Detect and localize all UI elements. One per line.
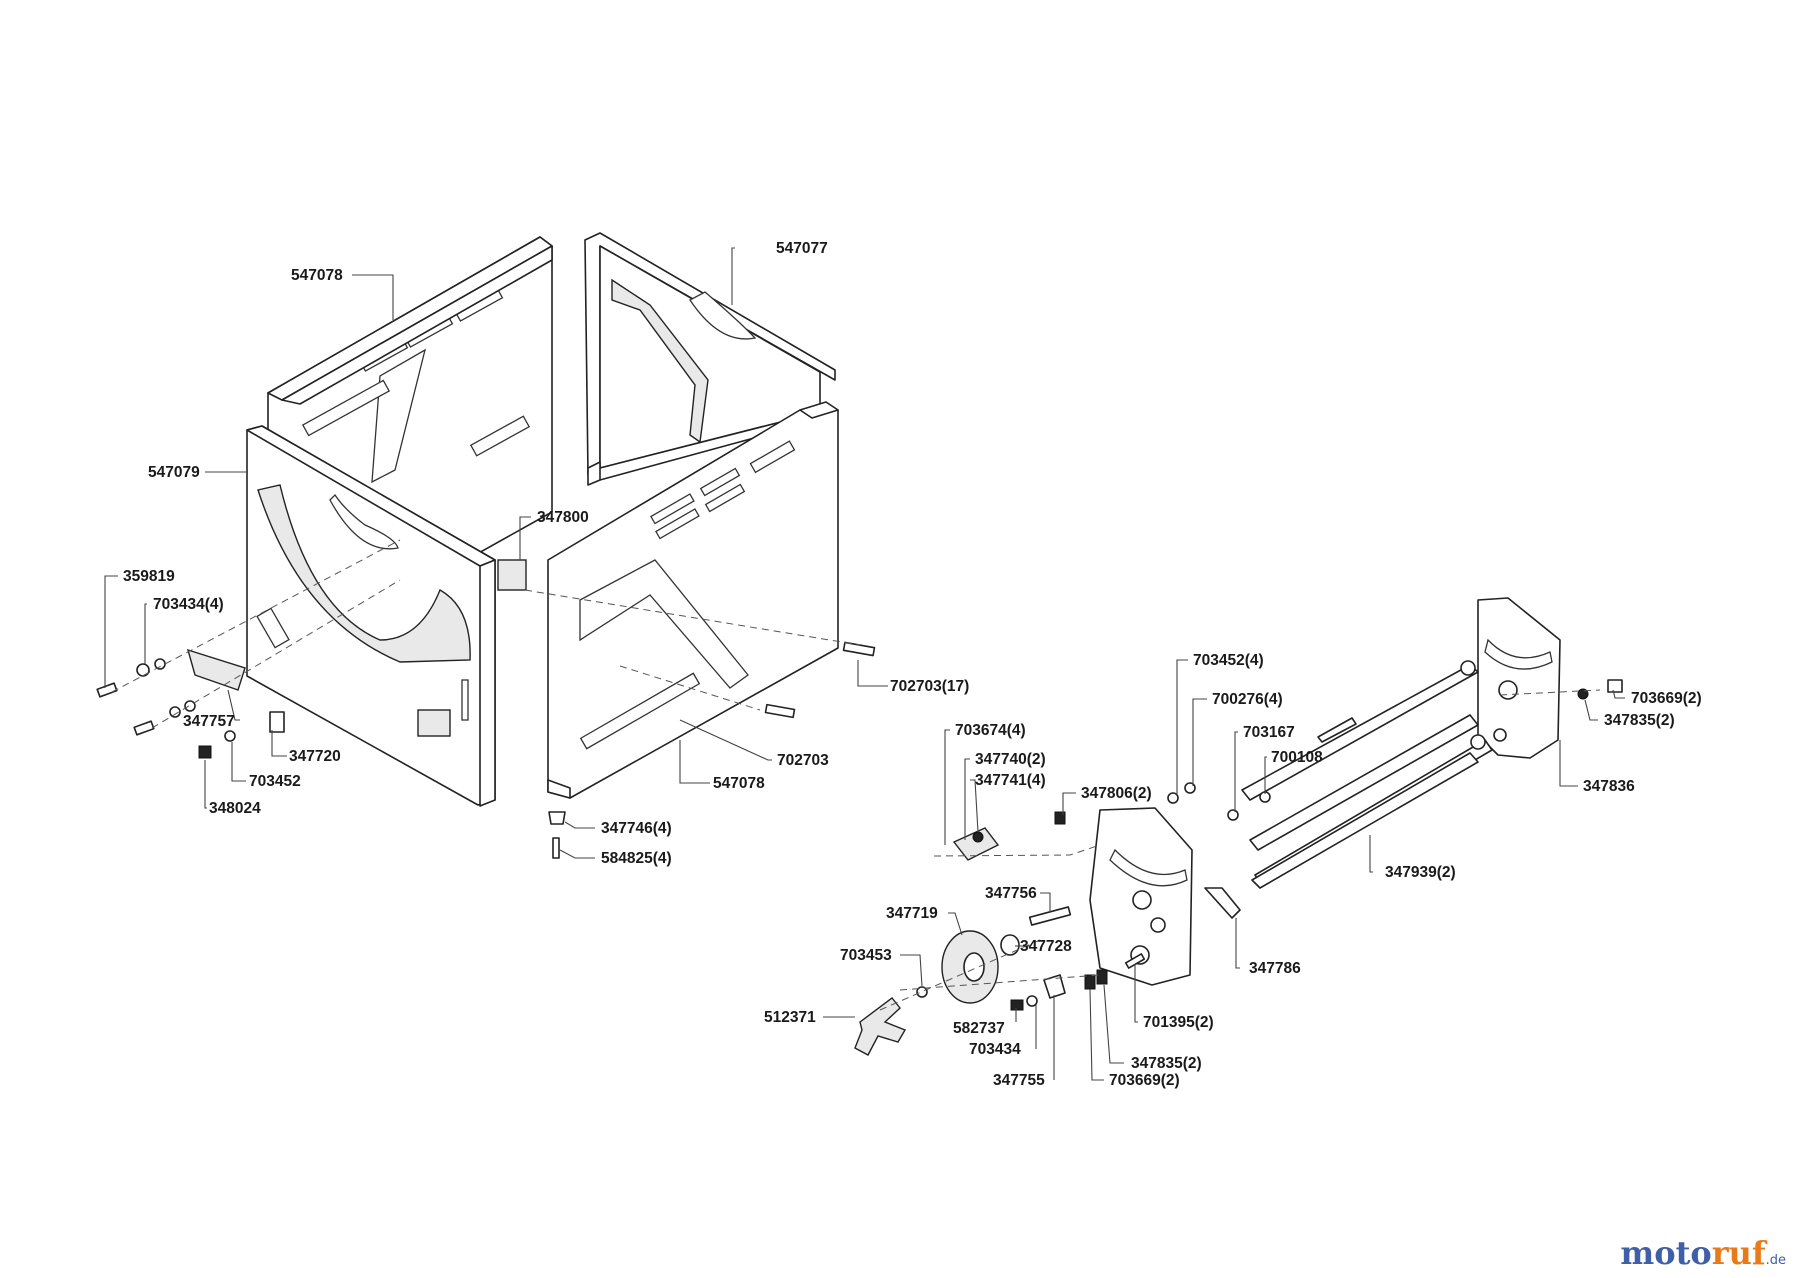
rail-assembly — [1089, 597, 1561, 986]
label-703434: 703434 — [969, 1041, 1021, 1058]
label-347939-2: 347939(2) — [1385, 864, 1456, 881]
label-703669-2-right: 703669(2) — [1631, 690, 1702, 707]
panel-547078-front-right — [547, 401, 839, 799]
label-348024: 348024 — [209, 800, 261, 817]
alignment-lines-left — [111, 539, 861, 729]
label-547079: 547079 — [148, 464, 200, 481]
part-labels: 547078 547077 547079 347800 359819 70343… — [123, 240, 1702, 1089]
label-700276-4: 700276(4) — [1212, 691, 1283, 708]
panel-547079-front — [246, 425, 496, 807]
label-347786: 347786 — [1249, 960, 1301, 977]
label-512371: 512371 — [764, 1009, 816, 1026]
label-347740-2: 347740(2) — [975, 751, 1046, 768]
label-702703-17: 702703(17) — [890, 678, 969, 695]
label-582737: 582737 — [953, 1020, 1005, 1037]
brand-suffix: .de — [1765, 1253, 1786, 1268]
label-547078-top: 547078 — [291, 267, 343, 284]
label-347806-2: 347806(2) — [1081, 785, 1152, 802]
label-347836: 347836 — [1583, 778, 1635, 795]
label-547078-bottom: 547078 — [713, 775, 765, 792]
label-347741-4: 347741(4) — [975, 772, 1046, 789]
brand-prefix: moto — [1620, 1234, 1712, 1272]
label-347800: 347800 — [537, 509, 589, 526]
brand-logo: motoruf.de — [1620, 1234, 1786, 1272]
label-584825-4: 584825(4) — [601, 850, 672, 867]
label-347757: 347757 — [183, 713, 235, 730]
right-hardware — [854, 679, 1623, 1056]
label-703674-4: 703674(4) — [955, 722, 1026, 739]
label-703669-2-bottom: 703669(2) — [1109, 1072, 1180, 1089]
left-hardware — [96, 559, 876, 859]
label-703453: 703453 — [840, 947, 892, 964]
label-547077: 547077 — [776, 240, 828, 257]
label-347720: 347720 — [289, 748, 341, 765]
label-700108: 700108 — [1271, 749, 1323, 766]
label-702703: 702703 — [777, 752, 829, 769]
label-347719: 347719 — [886, 905, 938, 922]
label-347756: 347756 — [985, 885, 1037, 902]
label-347728: 347728 — [1020, 938, 1072, 955]
label-347835-2-bottom: 347835(2) — [1131, 1055, 1202, 1072]
alignment-lines-right — [879, 689, 1601, 1011]
label-703167: 703167 — [1243, 724, 1295, 741]
label-347755: 347755 — [993, 1072, 1045, 1089]
label-703452-left: 703452 — [249, 773, 301, 790]
label-347746-4: 347746(4) — [601, 820, 672, 837]
label-703452-4: 703452(4) — [1193, 652, 1264, 669]
label-703434-4: 703434(4) — [153, 596, 224, 613]
brand-highlight: ruf — [1711, 1234, 1766, 1272]
label-347835-2-right: 347835(2) — [1604, 712, 1675, 729]
label-359819: 359819 — [123, 568, 175, 585]
leader-lines — [104, 247, 1625, 1081]
label-701395-2: 701395(2) — [1143, 1014, 1214, 1031]
